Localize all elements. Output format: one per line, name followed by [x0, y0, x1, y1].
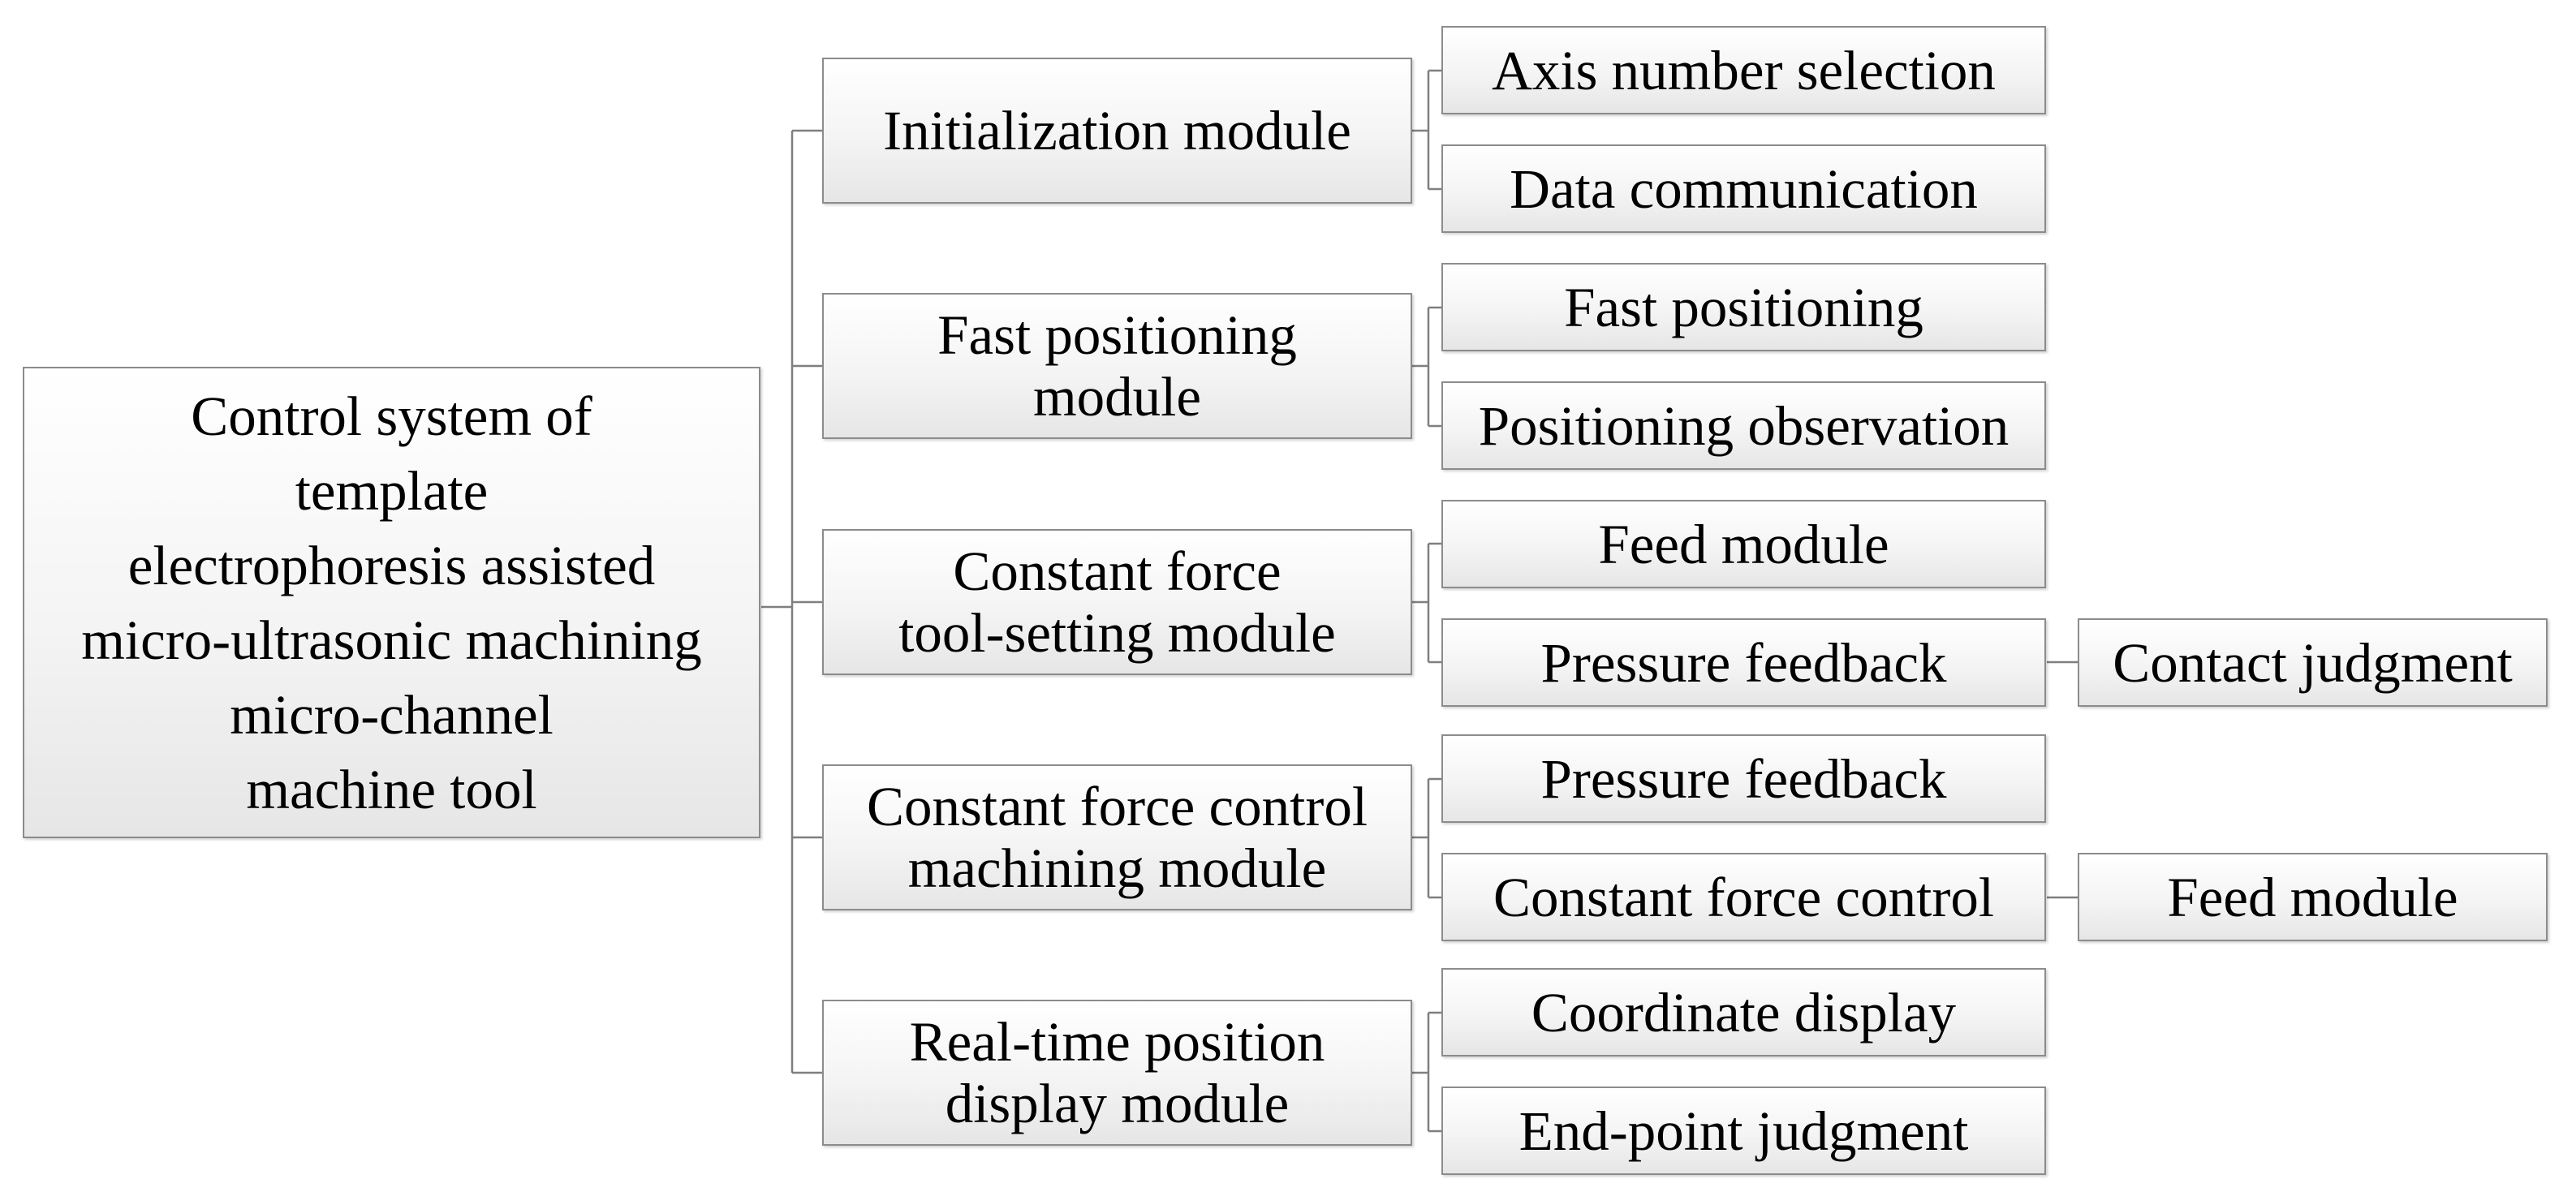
- leaf-node: Feed module: [2078, 853, 2548, 941]
- sub-node: Coordinate display: [1441, 968, 2046, 1056]
- sub-label: End-point judgment: [1518, 1099, 1969, 1162]
- module-label: Real-time position: [909, 1011, 1325, 1073]
- module-label: module: [1033, 366, 1201, 428]
- module-label: machining module: [907, 837, 1327, 899]
- module-label: Constant force: [953, 540, 1282, 602]
- module-label: Initialization module: [883, 100, 1351, 161]
- sub-label: Feed module: [1598, 513, 1889, 575]
- root-node: Control system of template electrophores…: [23, 367, 760, 838]
- sub-node: End-point judgment: [1441, 1087, 2046, 1175]
- root-line: electrophoresis assisted: [127, 534, 656, 596]
- sub-node: Pressure feedback: [1441, 734, 2046, 823]
- sub-node: Pressure feedback: [1441, 618, 2046, 707]
- root-line: template: [295, 459, 489, 522]
- module-label: tool-setting module: [898, 602, 1336, 664]
- root-line: micro-channel: [230, 683, 554, 746]
- module-label: display module: [945, 1073, 1290, 1134]
- root-line: Control system of: [191, 385, 592, 447]
- leaf-node: Contact judgment: [2078, 618, 2548, 707]
- leaf-label: Contact judgment: [2113, 631, 2513, 694]
- sub-label: Fast positioning: [1564, 276, 1923, 338]
- sub-node: Feed module: [1441, 500, 2046, 588]
- sub-label: Pressure feedback: [1540, 747, 1947, 810]
- root-line: micro-ultrasonic machining: [81, 609, 702, 671]
- root-line: machine tool: [246, 758, 537, 820]
- sub-node: Data communication: [1441, 144, 2046, 233]
- leaf-label: Feed module: [2167, 866, 2458, 928]
- module-node: Initialization module: [822, 58, 1412, 204]
- sub-label: Data communication: [1510, 157, 1978, 220]
- module-label: Fast positioning: [937, 304, 1297, 366]
- sub-node: Positioning observation: [1441, 381, 2046, 470]
- sub-label: Pressure feedback: [1540, 631, 1947, 694]
- module-label: Constant force control: [867, 776, 1368, 837]
- sub-label: Axis number selection: [1492, 39, 1996, 101]
- sub-node: Fast positioning: [1441, 263, 2046, 351]
- sub-label: Constant force control: [1493, 866, 1994, 928]
- sub-node: Constant force control: [1441, 853, 2046, 941]
- sub-label: Coordinate display: [1531, 981, 1957, 1044]
- sub-label: Positioning observation: [1478, 394, 2010, 457]
- sub-node: Axis number selection: [1441, 26, 2046, 114]
